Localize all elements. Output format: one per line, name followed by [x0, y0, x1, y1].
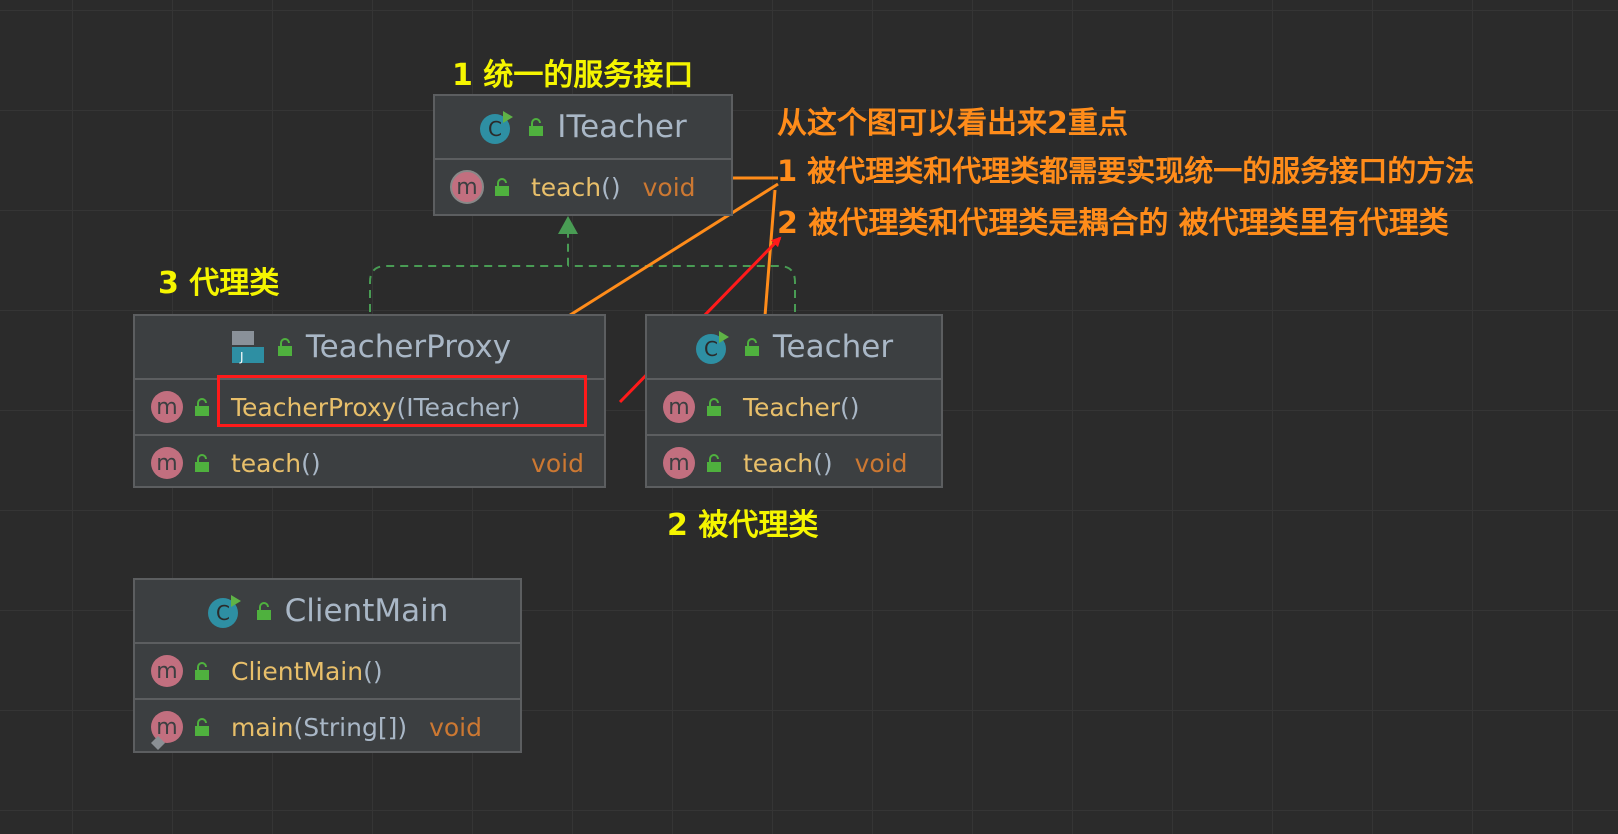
- public-lock-icon: [195, 662, 209, 680]
- run-marker-icon: [151, 736, 165, 750]
- node-header: C ITeacher: [435, 96, 731, 160]
- class-name: TeacherProxy: [305, 329, 512, 365]
- proxy-annotation: 3 代理类: [158, 266, 280, 301]
- return-type: void: [429, 712, 482, 742]
- method-name: ClientMain: [231, 656, 364, 686]
- highlight-box: [217, 375, 587, 427]
- method-params: (): [363, 656, 383, 686]
- realization-edge: [568, 265, 796, 312]
- method-row[interactable]: m main(String[]) void: [135, 700, 520, 754]
- method-params: (): [301, 448, 321, 478]
- class-name: ClientMain: [284, 593, 449, 629]
- iteacher-node[interactable]: C ITeacher m teach() void: [433, 94, 733, 216]
- method-params: (ITeacher): [396, 392, 521, 422]
- target-annotation: 2 被代理类: [667, 508, 819, 543]
- public-lock-icon: [495, 178, 509, 196]
- svg-text:C: C: [704, 337, 718, 361]
- svg-text:J: J: [239, 350, 244, 364]
- method-icon: m: [663, 391, 695, 423]
- return-type: void: [531, 448, 584, 478]
- note-point-2: 2 被代理类和代理类是耦合的 被代理类里有代理类: [777, 206, 1449, 241]
- method-params: (): [601, 172, 621, 202]
- method-params: (): [813, 448, 833, 478]
- public-lock-icon: [744, 338, 759, 356]
- method-icon: m: [151, 655, 183, 687]
- node-header: C ClientMain: [135, 580, 520, 644]
- constructor-row[interactable]: m Teacher(): [647, 380, 941, 436]
- public-lock-icon: [529, 118, 544, 136]
- realization-edge: [369, 234, 569, 312]
- constructor-row[interactable]: m ClientMain(): [135, 644, 520, 700]
- interface-annotation: 1 统一的服务接口: [452, 58, 694, 93]
- constructor-row[interactable]: m TeacherProxy(ITeacher): [135, 375, 604, 436]
- method-row[interactable]: m teach() void: [647, 436, 941, 490]
- method-name: teach: [231, 448, 302, 478]
- method-icon: m: [663, 447, 695, 479]
- method-name: teach: [743, 448, 814, 478]
- class-name: Teacher: [772, 329, 894, 365]
- public-lock-icon: [707, 398, 721, 416]
- class-icon: C: [207, 595, 241, 628]
- method-params: (String[]): [293, 712, 408, 742]
- clientmain-node[interactable]: C ClientMain m ClientMain() m main(Strin…: [133, 578, 522, 753]
- public-lock-icon: [707, 454, 721, 472]
- public-lock-icon: [195, 718, 209, 736]
- note-heading: 从这个图可以看出来2重点: [777, 106, 1128, 141]
- method-row[interactable]: m teach() void: [135, 436, 604, 490]
- method-params: (): [839, 392, 860, 422]
- method-name: main: [231, 712, 294, 742]
- method-name: teach: [531, 172, 602, 202]
- public-lock-icon: [277, 338, 292, 356]
- note-point-1: 1 被代理类和代理类都需要实现统一的服务接口的方法: [777, 154, 1475, 188]
- java-file-icon: J: [231, 331, 264, 364]
- return-type: void: [642, 172, 696, 202]
- public-lock-icon: [195, 454, 209, 472]
- class-name: ITeacher: [557, 109, 687, 145]
- method-icon: m: [151, 447, 183, 479]
- node-header: C Teacher: [647, 316, 941, 380]
- node-header: J TeacherProxy: [135, 316, 604, 380]
- svg-text:C: C: [488, 117, 502, 141]
- public-lock-icon: [195, 398, 209, 416]
- interface-icon: C: [480, 111, 514, 144]
- public-lock-icon: [256, 602, 271, 620]
- realization-arrowhead: [558, 216, 578, 234]
- method-name: Teacher: [743, 392, 840, 422]
- method-name: TeacherProxy: [231, 392, 397, 422]
- method-icon: m: [151, 391, 183, 423]
- method-row[interactable]: m teach() void: [435, 160, 731, 214]
- return-type: void: [854, 448, 908, 478]
- teacherproxy-node[interactable]: J TeacherProxy m TeacherProxy(ITeacher) …: [133, 314, 606, 488]
- method-icon: m: [450, 170, 484, 204]
- svg-text:C: C: [216, 601, 230, 625]
- teacher-node[interactable]: C Teacher m Teacher() m teach() void: [645, 314, 943, 488]
- class-icon: C: [695, 331, 729, 364]
